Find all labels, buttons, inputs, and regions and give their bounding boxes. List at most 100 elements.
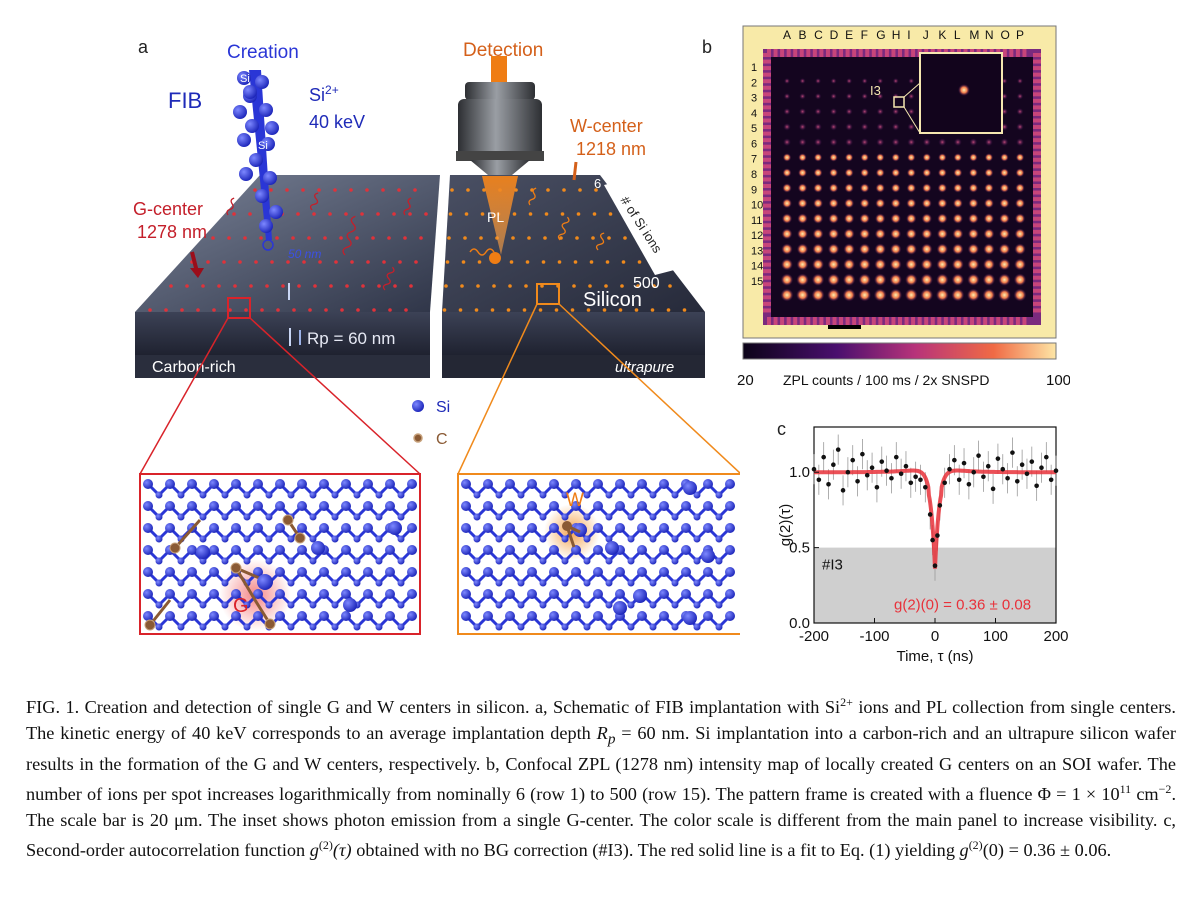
emission-waves-left [226,192,412,291]
pl-spot [967,228,979,240]
pl-spot [984,138,993,147]
pl-spot [969,138,978,147]
zoom-box-right [536,283,560,305]
data-point [918,477,923,483]
x-tick-label: 100 [983,628,1008,645]
pl-spot [984,183,994,193]
row-label: 4 [751,108,757,120]
x-tick-label: -200 [799,628,829,645]
svg-text:Si: Si [258,140,268,152]
ultrapure-wafer [442,175,705,378]
pl-spot [875,183,885,193]
pl-spot [1014,258,1026,271]
data-point [1010,450,1015,455]
scale-bar [828,325,861,329]
pl-spot [861,78,868,84]
pl-spot [876,123,884,131]
data-point [869,465,875,471]
row-label: 9 [751,184,757,196]
pl-spot [858,258,871,271]
data-point [990,486,996,492]
y-tick-label: 0.5 [789,540,810,557]
pl-spot [827,258,840,271]
pl-spot [813,183,823,193]
column-label: L [954,28,961,42]
pl-spot [813,168,823,178]
column-label: O [1000,28,1009,42]
emission-waves-right [528,187,605,251]
pl-spot [907,153,916,162]
colorbar [742,342,1057,360]
data-point [1000,466,1006,472]
pl-spot [953,168,963,178]
pl-spot [829,153,838,162]
column-label: J [923,28,929,42]
pl-spot [780,273,794,286]
pl-spot [797,183,808,193]
pl-spot [998,228,1010,240]
pl-spot [905,228,917,240]
panel-b-letter: b [702,37,713,57]
pl-spot [1016,93,1024,100]
pl-spot [813,153,823,162]
g-center-array [148,188,428,312]
pl-spot [846,78,853,84]
pl-label: PL [487,209,504,225]
pl-spot [951,288,965,302]
g-defect-label: G [233,595,249,617]
row-label: 11 [751,215,762,227]
pl-spot [783,123,791,131]
rp-label: Rp = 60 nm [307,329,395,348]
row-label: 7 [751,154,757,166]
pl-spot [828,213,839,224]
pl-spot [781,243,793,255]
panel-a-letter: a [138,37,149,57]
y-tick-label: 0.0 [789,615,810,632]
pl-spot [829,168,839,178]
pl-spot [921,243,933,255]
pl-spot [830,78,837,84]
pl-spot [908,78,915,84]
pl-spot [952,213,964,224]
data-point [1029,459,1035,464]
data-point [1044,454,1049,460]
pl-spot [889,258,902,271]
column-label: M [969,28,979,42]
data-point [976,453,981,458]
column-label: D [830,28,839,42]
pl-spot [890,213,901,224]
y-tick-label: 1.0 [789,464,810,481]
data-point [947,466,952,472]
pl-spot [874,228,886,240]
pl-spot [813,198,824,209]
pl-spot [968,168,978,178]
pl-spot [890,183,901,193]
pl-spot [906,183,917,193]
data-point [811,466,817,472]
g-wavelength-label: 1278 nm [137,222,207,242]
pl-spot [812,213,824,224]
pl-spot [935,288,949,302]
pl-spot [937,168,947,178]
pl-spot [1015,168,1025,178]
pl-spot [953,183,963,193]
pl-spot [1015,198,1025,209]
pl-spot [875,198,886,209]
x-tick-label: 0 [931,628,939,645]
pl-spot [890,228,902,240]
pl-spot [905,258,918,271]
pl-spot [968,183,979,193]
panel-c-letter: c [777,419,786,439]
data-point [1053,468,1059,474]
pl-spot [812,258,825,271]
pl-spot [860,123,869,131]
legend-si-label: Si [436,399,450,416]
lattice-carbon-rich: G [139,473,421,635]
carbon-rich-wafer [135,175,440,378]
fit-line [814,468,1056,569]
w-center-label: W-center [570,116,643,136]
pl-spot [983,213,995,224]
pl-spot [889,243,902,255]
x-tick-label: -100 [859,628,889,645]
ions-min-label: 6 [594,176,601,191]
